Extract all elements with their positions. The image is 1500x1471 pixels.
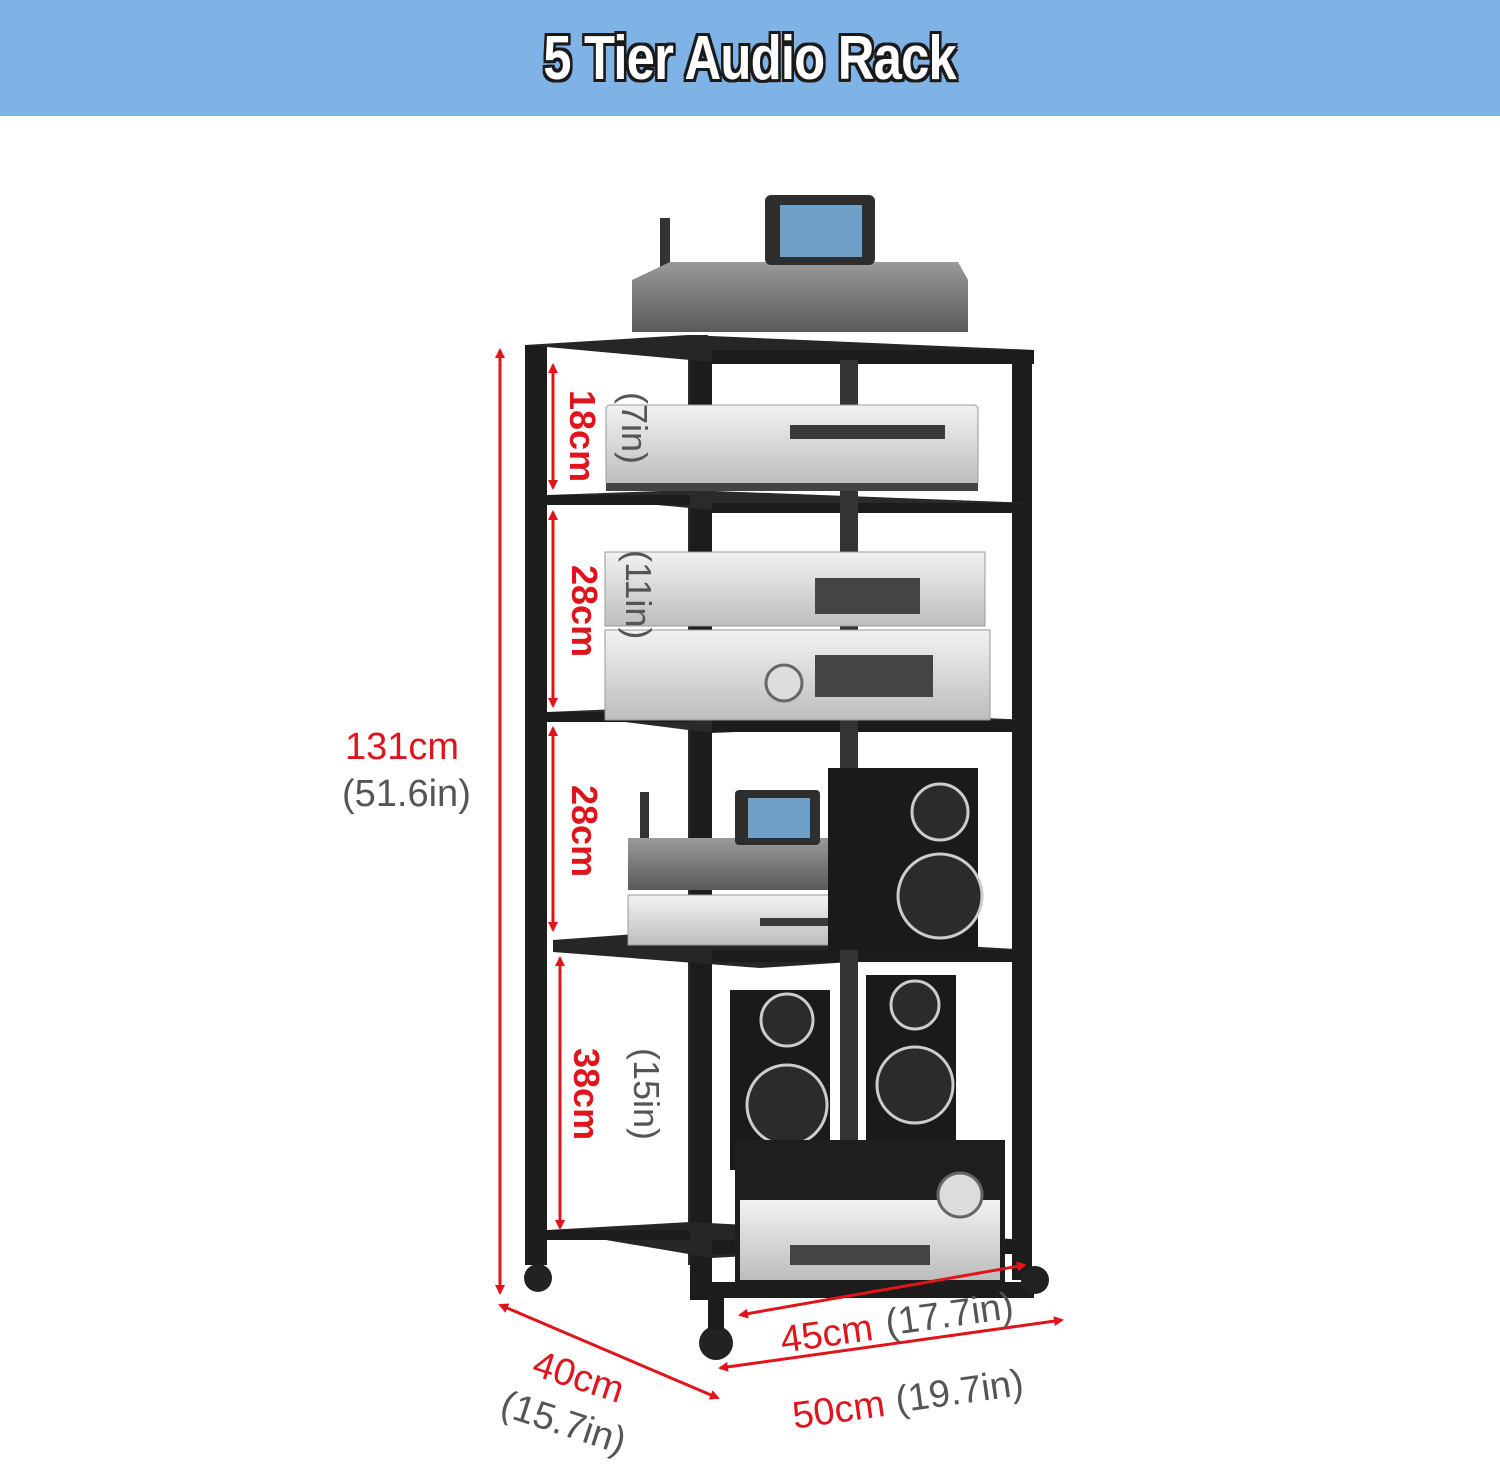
inner-width-arrow xyxy=(738,1261,1027,1319)
tier3-cm-label: 28cm xyxy=(564,785,605,878)
tier2-in-label: (11in) xyxy=(618,550,659,640)
tier4-cm-label: 38cm xyxy=(566,1048,607,1141)
tier1-in-label: (7in) xyxy=(614,392,655,465)
tier1-cm-label: 18cm xyxy=(562,390,603,483)
page-title: 5 Tier Audio Rack xyxy=(543,23,958,93)
height-cm-label: 131cm xyxy=(345,726,460,768)
outer-width-arrow xyxy=(718,1316,1064,1372)
tier4-in-label: (15in) xyxy=(626,1048,667,1141)
depth-arrow xyxy=(498,1303,720,1400)
streamer-and-speaker xyxy=(627,768,984,950)
tier2-cm-label: 28cm xyxy=(564,565,605,658)
height-in-label: (51.6in) xyxy=(342,773,471,815)
speakers-and-receiver xyxy=(730,975,1005,1285)
top-streamer-device xyxy=(632,195,968,332)
title-banner: 5 Tier Audio Rack xyxy=(0,0,1500,116)
amplifier-stack xyxy=(604,551,991,721)
dimension-arrows xyxy=(495,348,1064,1400)
cd-player-device xyxy=(605,404,979,491)
